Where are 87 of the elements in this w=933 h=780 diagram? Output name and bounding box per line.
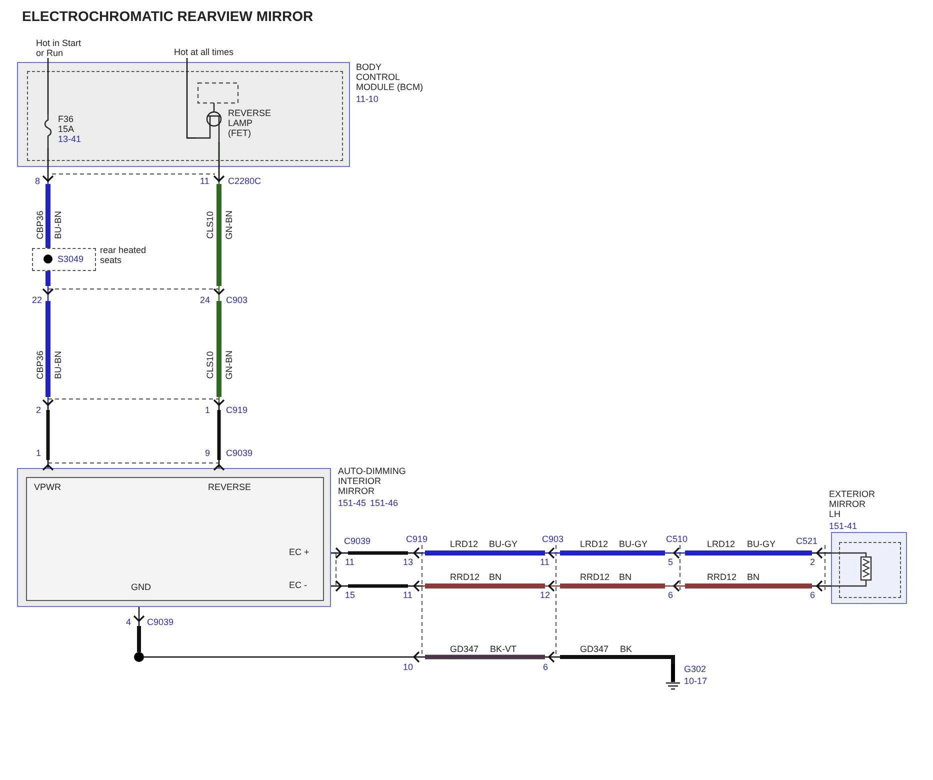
pin-name: GND — [131, 582, 151, 592]
pin-number: 24 — [200, 295, 210, 305]
pin-number: 9 — [205, 448, 210, 458]
page-reference: 11-10 — [356, 94, 380, 104]
pin-name: VPWR — [34, 482, 61, 492]
pin-name: REVERSE — [208, 482, 252, 492]
pin-number: 6 — [810, 590, 816, 600]
pin-number: 22 — [32, 295, 42, 305]
splice-note: rear heated seats — [100, 245, 148, 265]
connector-label: C9039 — [344, 536, 371, 546]
page-reference: 151-46 — [370, 498, 400, 508]
wire-code: RRD12 — [707, 572, 737, 582]
pin-number: 5 — [668, 557, 674, 567]
pin-number: 2 — [36, 405, 42, 415]
component-label: 15A — [58, 124, 76, 134]
connector-label: C903 — [226, 295, 248, 305]
wire — [46, 148, 50, 248]
pin-number: 12 — [540, 590, 550, 600]
wire-code: BU-GY — [489, 539, 518, 549]
wire-code: RRD12 — [450, 572, 480, 582]
wire-code: CBP36 — [35, 350, 45, 380]
pin-number: 10 — [403, 662, 414, 672]
wire — [216, 142, 222, 468]
connector-label: C903 — [542, 534, 564, 544]
connector-label: C521 — [796, 536, 818, 546]
connector-label: C510 — [666, 534, 688, 544]
wire — [47, 58, 49, 114]
wire-code: GN-BN — [224, 350, 234, 380]
connector-label: C919 — [406, 534, 428, 544]
connector-label: C2280C — [228, 176, 262, 186]
wire-code: BU-BN — [53, 211, 63, 239]
wire-code: BN — [489, 572, 502, 582]
component-label: EXTERIOR MIRROR LH — [829, 489, 876, 519]
wire — [186, 58, 196, 139]
connector-label: C9039 — [147, 617, 174, 627]
page-reference: 10-17 — [684, 676, 708, 686]
wire-code: BN — [747, 572, 760, 582]
wire-code: LRD12 — [580, 539, 608, 549]
pin-number: 6 — [543, 662, 548, 672]
pin-number: 13 — [403, 557, 414, 567]
pin-number: 11 — [345, 557, 354, 567]
wire — [144, 654, 675, 664]
wire-code: BU-GY — [619, 539, 648, 549]
pin-number: 11 — [540, 557, 550, 567]
wire-code: BU-BN — [53, 351, 63, 379]
diagram-title: ELECTROCHROMATIC REARVIEW MIRROR — [22, 8, 314, 24]
source-label: Hot in Start or Run — [36, 38, 82, 58]
page-reference: 13-41 — [58, 134, 82, 144]
wire — [137, 607, 141, 652]
wire-code: GD347 — [580, 644, 609, 654]
page-reference: 151-41 — [829, 521, 858, 531]
wire — [331, 550, 831, 556]
wire-code: CLS10 — [205, 351, 215, 379]
pin-number: 11 — [403, 590, 412, 600]
wire-code: BK — [620, 644, 632, 654]
pin-number: 2 — [810, 557, 816, 567]
wire-code: CLS10 — [205, 211, 215, 239]
connector-label: C9039 — [226, 448, 253, 458]
source-label: Hot at all times — [174, 47, 235, 57]
pin-number: 11 — [200, 176, 210, 186]
pin-number: 6 — [668, 590, 674, 600]
pin-number: 8 — [35, 176, 40, 186]
pin-number: 1 — [205, 405, 210, 415]
wire-code: BN — [619, 572, 632, 582]
wire-code: GD347 — [450, 644, 479, 654]
wire-code: CBP36 — [35, 210, 45, 240]
pin-number: 15 — [345, 590, 356, 600]
wire-code: BU-GY — [747, 539, 776, 549]
pin-name: EC - — [289, 580, 307, 590]
splice-outline — [32, 248, 96, 271]
connector-label: C919 — [226, 405, 248, 415]
wire-code: BK-VT — [490, 644, 517, 654]
wire-code: GN-BN — [224, 210, 234, 240]
component-label: BODY CONTROL MODULE (BCM) — [356, 62, 424, 92]
pin-number: 1 — [36, 448, 42, 458]
wire-code: RRD12 — [580, 572, 610, 582]
component-label: AUTO-DIMMING INTERIOR MIRROR — [338, 466, 407, 496]
pin-number: 4 — [126, 617, 132, 627]
page-reference: 151-45 — [338, 498, 368, 508]
wire — [331, 584, 831, 588]
wire-code: LRD12 — [450, 539, 478, 549]
page-reference: S3049 — [58, 254, 85, 264]
pin-name: EC + — [289, 547, 310, 557]
component-label: F36 — [58, 114, 75, 124]
page-reference: G302 — [684, 664, 708, 674]
wire — [46, 271, 50, 468]
wire-code: LRD12 — [707, 539, 736, 549]
